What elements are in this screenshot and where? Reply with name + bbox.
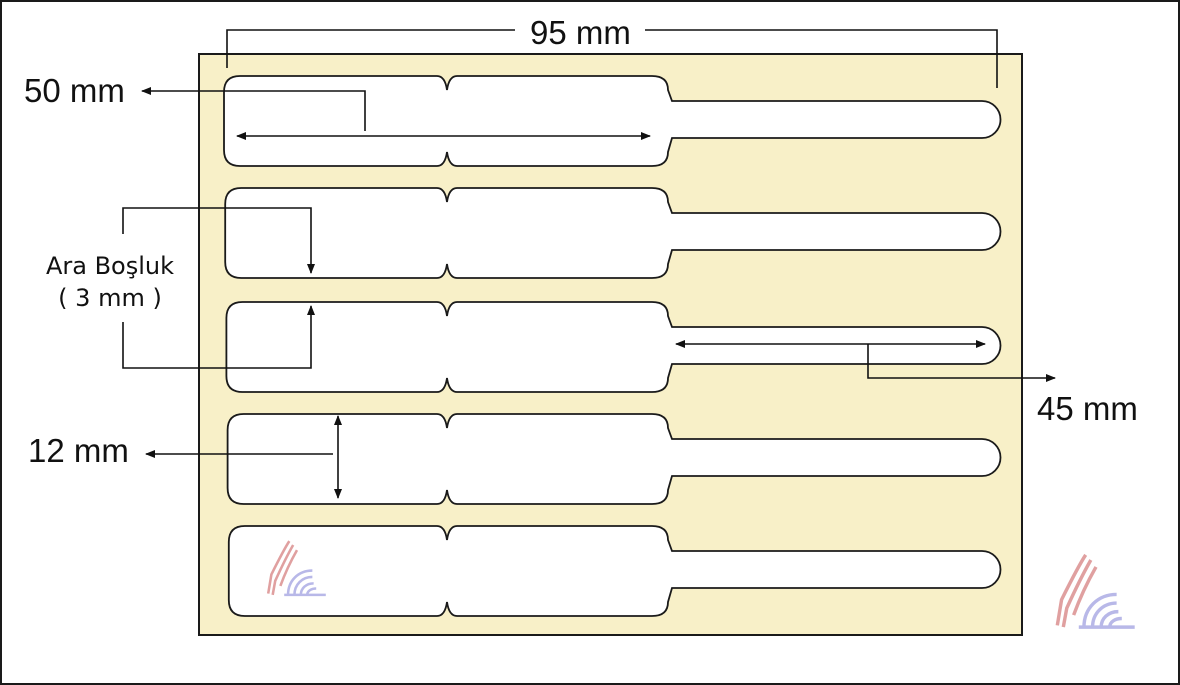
overall-width-label: 95 mm: [530, 14, 631, 51]
jewelry-tag-label: [224, 187, 1002, 279]
jewelry-tag-label: [226, 413, 1002, 505]
gap-arrow-bottom: [122, 305, 315, 369]
overall-width-bracket: [226, 29, 998, 88]
gap-arrow-top: [122, 207, 315, 274]
jewelry-tag-label: [227, 525, 1002, 617]
jewelry-tag-label: [225, 301, 1002, 393]
label-rows: [223, 75, 1002, 617]
tail-length-label: 45 mm: [1037, 390, 1138, 427]
tail-length-leader: [867, 344, 1056, 382]
label-width-leader: [141, 87, 366, 131]
label-width-label: 50 mm: [24, 72, 125, 109]
gap-title-label: Ara Boşluk: [45, 252, 175, 280]
company-logo-icon: [1055, 552, 1137, 630]
jewelry-tag-label: [223, 75, 1002, 167]
label-height-label: 12 mm: [28, 432, 129, 469]
gap-value-label: ( 3 mm ): [58, 284, 162, 312]
